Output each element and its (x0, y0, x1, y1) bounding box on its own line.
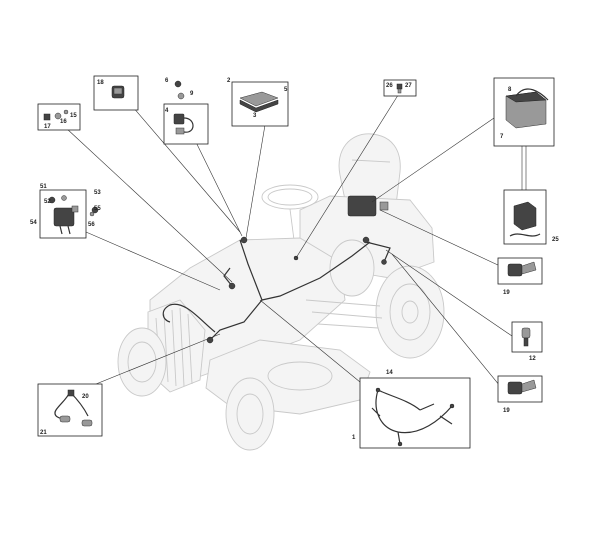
rear-left-wheel (329, 239, 375, 297)
part-box-19-bottom[interactable] (497, 375, 543, 403)
callout-labels: 18 6 9 4 2 5 3 26 27 8 7 25 19 12 19 15 … (30, 78, 559, 441)
callout-14: 14 (386, 370, 393, 376)
callout-52: 52 (44, 199, 51, 205)
callout-2: 2 (227, 78, 231, 84)
callout-26: 26 (386, 83, 393, 89)
callout-27: 27 (405, 83, 412, 89)
part-box-20-21[interactable] (37, 383, 103, 437)
callout-7: 7 (500, 134, 504, 140)
installed-relay (347, 195, 377, 217)
callout-54: 54 (30, 220, 37, 226)
front-right-wheel (225, 377, 275, 451)
callout-3: 3 (253, 113, 257, 119)
part-box-51-56[interactable] (39, 189, 87, 239)
bulb-part (43, 113, 51, 121)
rear-right-wheel (375, 265, 445, 359)
panel-part (239, 91, 279, 107)
callout-8: 8 (508, 87, 512, 93)
seat (338, 133, 401, 206)
part-box-19-top[interactable] (497, 257, 543, 285)
callout-55: 55 (94, 206, 101, 212)
sensor-part (521, 327, 531, 339)
part-box-18[interactable] (93, 75, 139, 111)
callout-19-top: 19 (503, 290, 510, 296)
callout-4: 4 (165, 108, 169, 114)
relay-part-2 (507, 381, 523, 395)
part-box-26-27[interactable] (383, 79, 417, 97)
front-left-wheel (117, 327, 167, 397)
callout-1: 1 (352, 435, 356, 441)
part-box-2-3-5[interactable] (231, 81, 289, 127)
callout-19-bottom: 19 (503, 408, 510, 414)
callout-6: 6 (165, 78, 169, 84)
callout-18: 18 (97, 80, 104, 86)
part-box-7-8[interactable] (493, 77, 555, 147)
callout-20: 20 (82, 394, 89, 400)
part-box-1-14[interactable] (359, 377, 471, 449)
callout-16: 16 (60, 119, 67, 125)
callout-56: 56 (88, 222, 95, 228)
screw-part (396, 83, 403, 90)
callout-53: 53 (94, 190, 101, 196)
installed-wiring-harness (162, 195, 391, 344)
leader-lines (65, 91, 527, 387)
washer-part (48, 196, 56, 204)
part-box-12[interactable] (511, 321, 543, 353)
connector-part (174, 80, 182, 88)
tractor-outline (117, 133, 445, 451)
callout-9: 9 (190, 91, 194, 97)
callout-21: 21 (40, 430, 47, 436)
callout-12: 12 (529, 356, 536, 362)
callout-51: 51 (40, 184, 47, 190)
callout-15: 15 (70, 113, 77, 119)
callout-17: 17 (44, 124, 51, 130)
callout-5: 5 (284, 87, 288, 93)
relay-part (507, 263, 523, 277)
callout-25: 25 (552, 237, 559, 243)
part-group-4-6-9[interactable] (163, 80, 209, 145)
bolt-55 (91, 206, 99, 214)
charger-part (513, 201, 537, 231)
part-box-15-16-17[interactable] (37, 103, 81, 131)
harness-part (371, 389, 453, 445)
part-box-25[interactable] (503, 189, 547, 245)
lamp-part (67, 389, 75, 397)
